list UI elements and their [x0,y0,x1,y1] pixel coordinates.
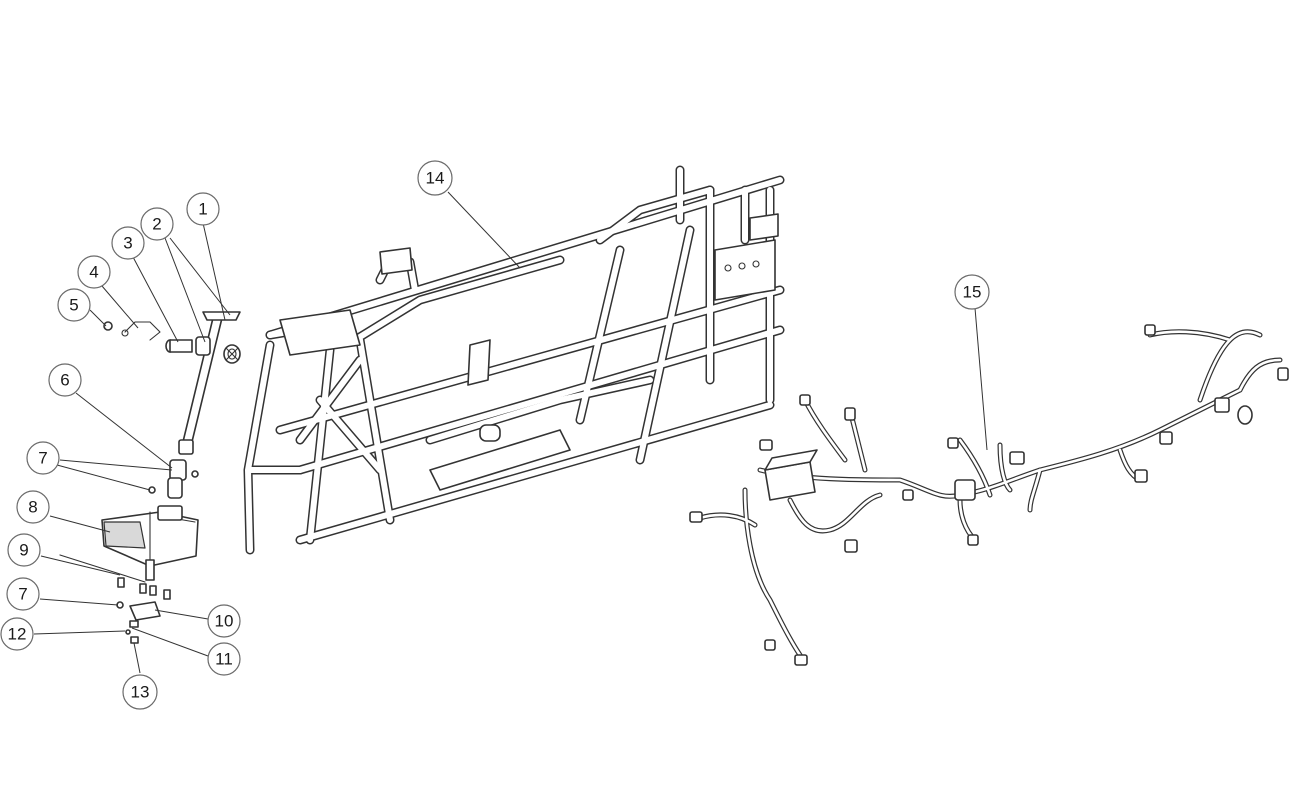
svg-text:1: 1 [198,200,207,219]
svg-text:7: 7 [38,449,47,468]
callout-7-lower: 7 [6,577,40,611]
callout-13: 13 [122,674,158,710]
callout-2: 2 [140,207,174,241]
steering-gearbox-part [101,505,199,581]
svg-text:7: 7 [18,585,27,604]
bolt-set-part [117,577,171,600]
svg-text:11: 11 [215,650,233,669]
callout-7-upper: 7 [26,441,60,475]
svg-text:9: 9 [19,541,28,560]
bearing-part [223,344,241,364]
wiring-harness-part [689,324,1289,666]
callout-14: 14 [417,160,453,196]
steering-column-part [178,311,241,455]
callout-15: 15 [954,274,990,310]
svg-text:10: 10 [215,612,234,631]
svg-text:8: 8 [28,498,37,517]
svg-text:5: 5 [69,296,78,315]
svg-text:4: 4 [89,263,98,282]
tie-rod-part [59,554,146,583]
svg-text:15: 15 [963,283,982,302]
leader-lines [33,191,988,674]
universal-joint-part [148,459,199,499]
nut-part [103,321,113,331]
callout-10: 10 [207,604,241,638]
callout-12: 12 [0,617,34,651]
callout-6: 6 [48,363,82,397]
callout-5: 5 [57,288,91,322]
callout-4: 4 [77,255,111,289]
callout-3: 3 [111,226,145,260]
callout-9: 9 [7,533,41,567]
steering-assembly [59,311,241,644]
callout-1: 1 [186,192,220,226]
svg-text:3: 3 [123,234,132,253]
clamp-bushing-part [165,336,211,356]
pitman-arm-part [116,601,161,621]
svg-text:14: 14 [426,169,445,188]
svg-text:13: 13 [131,683,150,702]
svg-text:12: 12 [8,625,27,644]
callout-11: 11 [207,642,241,676]
pin-part [125,620,139,644]
retainer-clip-part [121,321,161,341]
svg-text:6: 6 [60,371,69,390]
svg-text:2: 2 [152,215,161,234]
callout-8: 8 [16,490,50,524]
frame-assembly-part [243,165,785,555]
